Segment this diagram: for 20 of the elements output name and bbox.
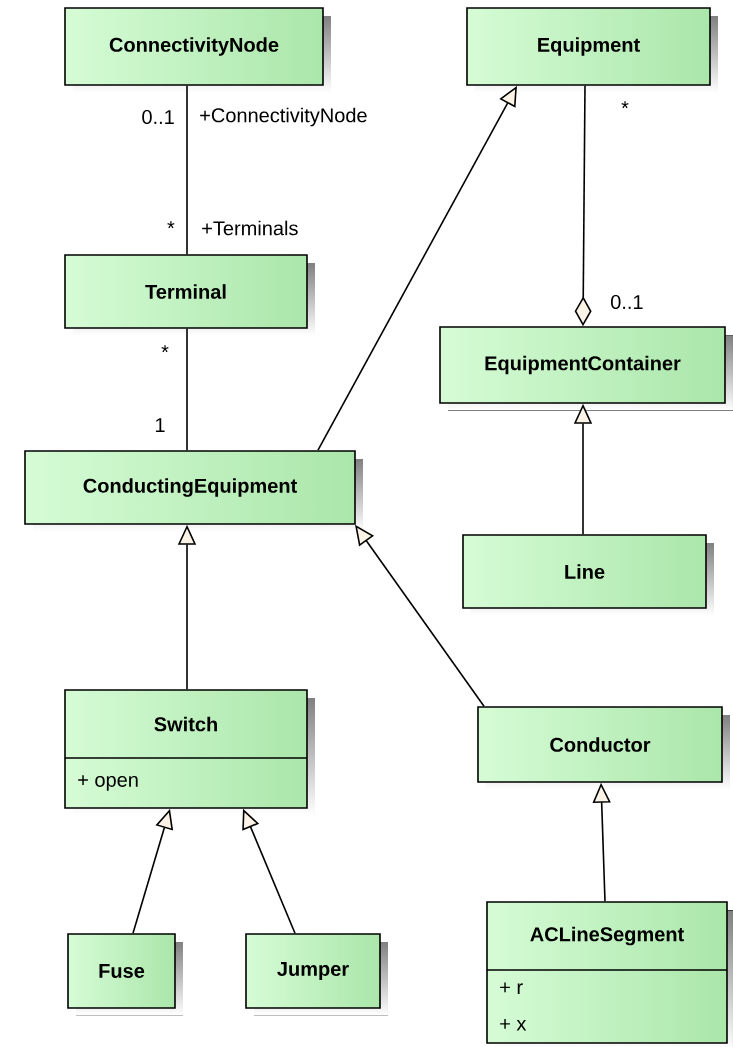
class-box: ACLineSegment + r + x bbox=[486, 901, 733, 1047]
role-label: * bbox=[161, 345, 169, 353]
connector bbox=[186, 328, 188, 451]
class-box: Line bbox=[462, 534, 714, 616]
class-box: EquipmentContainer bbox=[439, 326, 733, 411]
role-label: +Terminals bbox=[202, 220, 298, 236]
class-box: Jumper bbox=[245, 933, 388, 1016]
class-box: Fuse bbox=[67, 933, 183, 1016]
role-label: 0..1 bbox=[611, 294, 643, 310]
connector bbox=[186, 85, 188, 255]
class-box: Conductor bbox=[477, 706, 730, 790]
class-box: ConductingEquipment bbox=[24, 450, 363, 532]
role-label: 0..1 bbox=[142, 109, 174, 125]
role-label: +ConnectivityNode bbox=[200, 107, 367, 127]
class-box: ConnectivityNode bbox=[64, 7, 331, 93]
class-box: Switch + open bbox=[64, 689, 315, 816]
class-box: Equipment bbox=[466, 7, 718, 93]
class-box: Terminal bbox=[64, 254, 315, 336]
role-label: 1 bbox=[155, 418, 165, 432]
role-label: * bbox=[167, 221, 175, 229]
